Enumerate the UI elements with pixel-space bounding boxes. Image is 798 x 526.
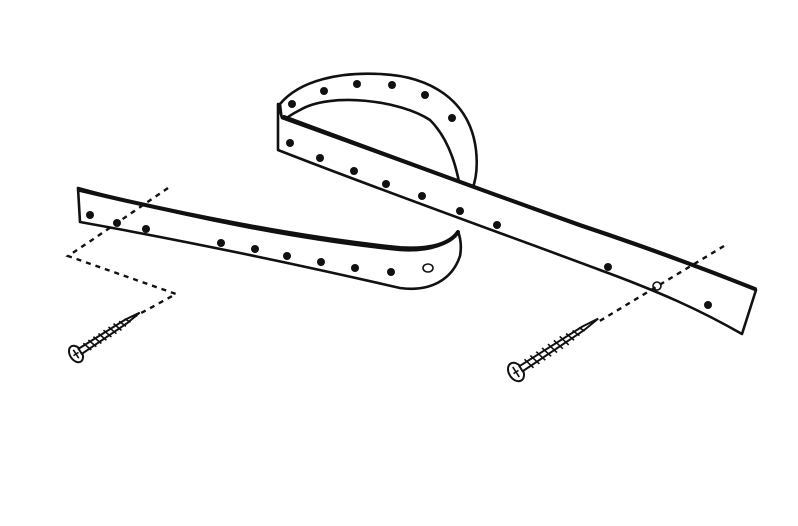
strap-hole — [316, 154, 324, 162]
strap-hole — [421, 91, 429, 99]
strap-hole — [422, 263, 434, 273]
strap-hole — [142, 225, 150, 233]
strap-hole — [448, 114, 456, 122]
guide-lines-right — [597, 244, 725, 324]
strap-hole — [286, 139, 294, 147]
strap-hole — [351, 264, 359, 272]
screw-right — [506, 317, 599, 383]
strap-hole — [704, 301, 712, 309]
strap-hole — [604, 263, 612, 271]
strap-hole — [320, 87, 328, 95]
strap-front-band — [276, 102, 758, 336]
strap-hole — [86, 211, 94, 219]
strap-hole — [217, 239, 225, 247]
strap-hole — [251, 245, 259, 253]
strap-hole — [288, 100, 296, 108]
strap-hole — [317, 258, 325, 266]
strap-hole — [350, 167, 358, 175]
strap-hole — [493, 221, 501, 229]
strap-hole — [283, 252, 291, 260]
strap-hole — [418, 192, 426, 200]
guide-lines-left — [65, 187, 179, 320]
strap-hole — [353, 80, 361, 88]
strap-hole — [388, 81, 396, 89]
screw-thread — [523, 326, 586, 369]
strap-left-band — [76, 186, 463, 291]
screw-left — [67, 311, 141, 364]
strap-hole — [382, 180, 390, 188]
screw-thread — [82, 318, 131, 351]
strap-hole — [456, 207, 464, 215]
strap-hole — [387, 268, 395, 276]
